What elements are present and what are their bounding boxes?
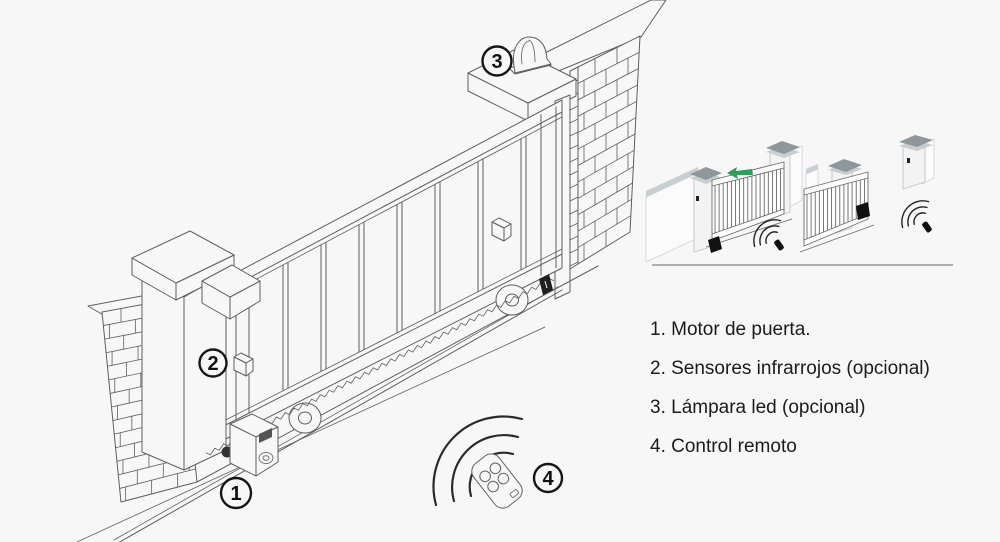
mini-signal-waves-icon — [753, 219, 782, 248]
callout-lamp: 3 — [481, 45, 513, 77]
svg-text:3: 3 — [491, 51, 502, 73]
mini-remote-icon — [922, 221, 932, 233]
mini-signal-waves-icon — [901, 200, 930, 229]
brick-courses — [577, 47, 640, 261]
legend-item-motor: 1. Motor de puerta. — [650, 319, 811, 340]
gate-guide-bracket — [201, 264, 261, 320]
svg-text:1: 1 — [230, 483, 241, 505]
infrared-sensor-dark — [539, 274, 553, 295]
mini-diagram-gate-closed — [645, 141, 803, 263]
mini-diagram-gate-open — [799, 135, 935, 253]
mini-gate-bars — [806, 178, 865, 239]
infrared-sensor — [491, 217, 512, 242]
mini-sensor-dot — [696, 196, 699, 201]
svg-text:2: 2 — [207, 353, 218, 375]
callout-sensors: 2 — [198, 348, 228, 378]
mini-motor — [708, 236, 722, 253]
legend: 1. Motor de puerta. 2. Sensores infrarro… — [650, 310, 990, 466]
infrared-sensor — [233, 352, 254, 377]
gate-bars — [235, 106, 557, 420]
wall-face — [577, 35, 641, 265]
legend-item-lamp: 3. Lámpara led (opcional) — [650, 397, 866, 418]
legend-item-remote: 4. Control remoto — [650, 436, 797, 457]
legend-item-sensors: 2. Sensores infrarrojos (opcional) — [650, 358, 930, 379]
callout-remote: 4 — [532, 462, 564, 494]
led-lamp — [508, 36, 552, 75]
gate-panel — [199, 99, 563, 453]
gate-wheel — [288, 402, 322, 434]
svg-text:4: 4 — [542, 468, 554, 490]
divider-line — [652, 264, 953, 266]
mini-remote-icon — [774, 239, 784, 251]
pillar-left — [131, 230, 235, 471]
mini-gate-bars — [714, 168, 781, 233]
mini-sensor-dot — [907, 158, 910, 163]
green-arrow-icon — [727, 167, 753, 179]
mini-motor — [856, 202, 870, 220]
brick-wall-right — [540, 0, 667, 270]
sliding-gate — [199, 99, 563, 453]
remote-control — [471, 453, 523, 509]
gate-motor — [221, 413, 279, 477]
callout-motor: 1 — [219, 476, 253, 510]
